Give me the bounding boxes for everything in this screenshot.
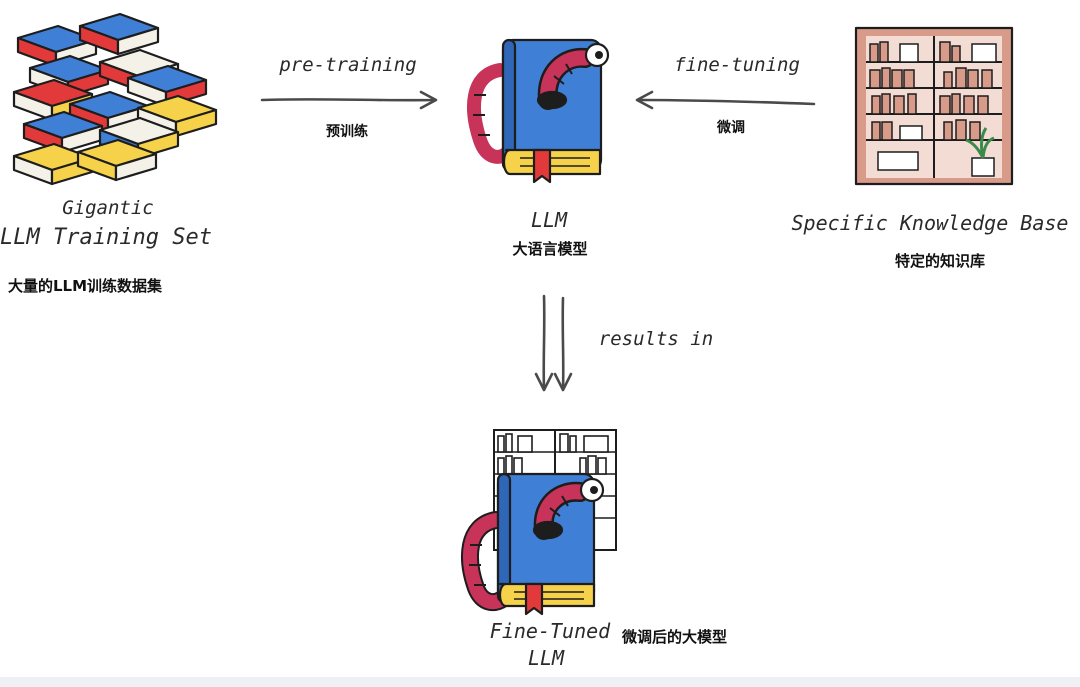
pretraining-arrow <box>260 90 438 110</box>
finetuning-label: fine-tuning <box>674 54 800 76</box>
knowledge-base-subtitle-cn: 特定的知识库 <box>895 252 985 270</box>
training-set-subtitle-cn: 大量的LLM训练数据集 <box>8 277 163 295</box>
finetuning-arrow <box>635 90 816 110</box>
results-arrow <box>534 294 573 392</box>
llm-subtitle-cn: 大语言模型 <box>512 240 587 258</box>
fine-tuned-subtitle-cn: 微调后的大模型 <box>621 628 727 646</box>
llm-title: LLM <box>531 208 568 232</box>
fine-tuned-title-line1: Fine-Tuned <box>490 619 611 643</box>
bookshelf-icon <box>854 26 1014 186</box>
bottom-edge-bar <box>0 677 1080 687</box>
pretraining-label-cn: 预训练 <box>326 123 368 140</box>
pretraining-label: pre-training <box>278 54 416 76</box>
knowledge-base-title: Specific Knowledge Base <box>792 211 1069 235</box>
bookworm-book-icon <box>467 38 610 184</box>
fine-tuned-title-line2: LLM <box>528 646 565 670</box>
bookworm-book-with-shelf-icon <box>461 429 617 616</box>
training-set-title-line2: LLM Training Set <box>0 225 212 250</box>
results-label: results in <box>599 328 713 350</box>
finetuning-label-cn: 微调 <box>716 119 745 136</box>
training-set-title-line1: Gigantic <box>62 197 154 219</box>
book-stack-icon <box>12 12 218 186</box>
